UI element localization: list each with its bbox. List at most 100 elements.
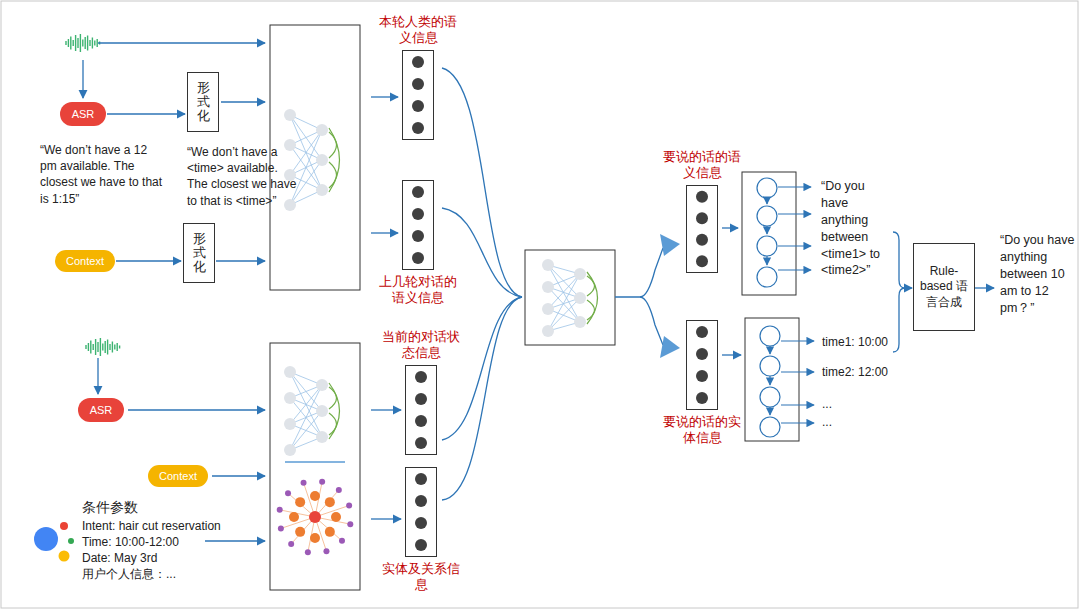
vector-dot [696, 392, 708, 404]
pill-label: ASR [72, 108, 95, 120]
arrow-head [660, 234, 680, 256]
stroke [94, 41, 95, 46]
stroke [778, 245, 811, 246]
encoder-box [270, 343, 360, 590]
stroke [346, 503, 352, 509]
process-label: Rule-based 语言合成 [914, 262, 974, 313]
stroke [781, 422, 814, 423]
vector-box: 上几轮对话的语义信息 [402, 180, 434, 270]
stroke [97, 342, 98, 352]
network-icon [284, 109, 598, 456]
vector-dot [696, 212, 708, 224]
stroke [329, 162, 337, 188]
stroke [319, 479, 325, 485]
stroke [90, 341, 91, 354]
pill-label: Context [159, 470, 197, 482]
vector-heading: 要说的话的语义信息 [660, 149, 744, 182]
text-label: “We don’t have a <time> available. The c… [187, 144, 297, 209]
stroke [65, 41, 66, 45]
vector-dots [403, 181, 433, 269]
stroke [82, 40, 83, 47]
stroke [72, 40, 73, 46]
vector-heading: 实体及关系信息 [379, 561, 463, 594]
stroke [284, 109, 296, 121]
stroke [325, 497, 335, 507]
text-label: Intent: hair cut reservation [82, 518, 262, 534]
stroke [295, 497, 305, 507]
process-box: 形式化 [187, 72, 219, 132]
stroke [769, 407, 770, 415]
arrow-head [660, 336, 680, 358]
stroke [289, 512, 299, 522]
stroke [112, 342, 113, 353]
vector-dot [415, 495, 427, 507]
stroke [285, 490, 291, 496]
stroke [778, 213, 811, 214]
vector-dots [406, 366, 436, 454]
divider [285, 461, 345, 463]
vector-dot [415, 393, 427, 405]
stroke [102, 344, 103, 351]
process-box: Rule-based 语言合成 [913, 243, 975, 331]
stroke [316, 405, 328, 417]
stroke [301, 480, 307, 486]
stroke [305, 549, 311, 555]
stroke [290, 130, 322, 205]
vector-dot [696, 326, 708, 338]
text-label: “Do you have anything between 10 am to 1… [1000, 232, 1076, 316]
stroke [542, 303, 554, 315]
stroke [316, 379, 328, 391]
stroke [92, 344, 93, 350]
stroke [284, 139, 296, 151]
connector-arrow [107, 113, 185, 114]
vector-dots [687, 186, 717, 272]
stroke [310, 533, 320, 543]
pill-label: ASR [90, 404, 113, 416]
stroke [766, 198, 767, 204]
vector-dot [415, 539, 427, 551]
stroke [757, 267, 777, 287]
vector-heading: 上几轮对话的语义信息 [376, 274, 460, 307]
stroke [316, 184, 328, 196]
vector-dot [412, 56, 424, 68]
stroke [284, 366, 296, 378]
stroke [92, 38, 93, 49]
stroke [760, 326, 780, 346]
stroke [284, 418, 296, 430]
process-label: 形式化 [193, 232, 206, 275]
text-label: 条件参数 [82, 498, 202, 517]
stroke [68, 39, 69, 47]
vector-dot [412, 230, 424, 242]
text-label: “Do you have anything between <time1> to… [821, 178, 893, 279]
stroke [109, 344, 110, 350]
text-label: “We don’t have a 12 pm available. The cl… [40, 142, 165, 207]
vector-dot [412, 100, 424, 112]
vector-heading: 当前的对话状态信息 [379, 329, 463, 362]
stroke [331, 512, 341, 522]
stroke [329, 132, 337, 158]
stroke [310, 491, 320, 501]
stroke [339, 538, 345, 544]
stroke [119, 346, 120, 349]
stroke [548, 298, 580, 331]
stroke [88, 343, 89, 351]
asr-pill: ASR [78, 398, 124, 422]
stroke [760, 356, 780, 376]
vector-dot [412, 208, 424, 220]
vector-dot [415, 473, 427, 485]
stroke [323, 548, 329, 554]
stroke [760, 417, 780, 437]
stroke [781, 371, 814, 372]
stroke [116, 343, 117, 351]
stroke [295, 527, 305, 537]
stroke [277, 507, 283, 513]
text-label: Time: 10:00-12:00 [82, 534, 262, 550]
stroke [574, 268, 586, 280]
connector-arrow [116, 260, 181, 261]
text-label: Date: May 3rd [82, 550, 262, 566]
vector-box: 本轮人类的语义信息 [402, 50, 434, 140]
vector-dot [696, 255, 708, 267]
vector-dot [412, 122, 424, 134]
vector-heading: 本轮人类的语义信息 [376, 14, 460, 47]
stroke [587, 272, 598, 324]
